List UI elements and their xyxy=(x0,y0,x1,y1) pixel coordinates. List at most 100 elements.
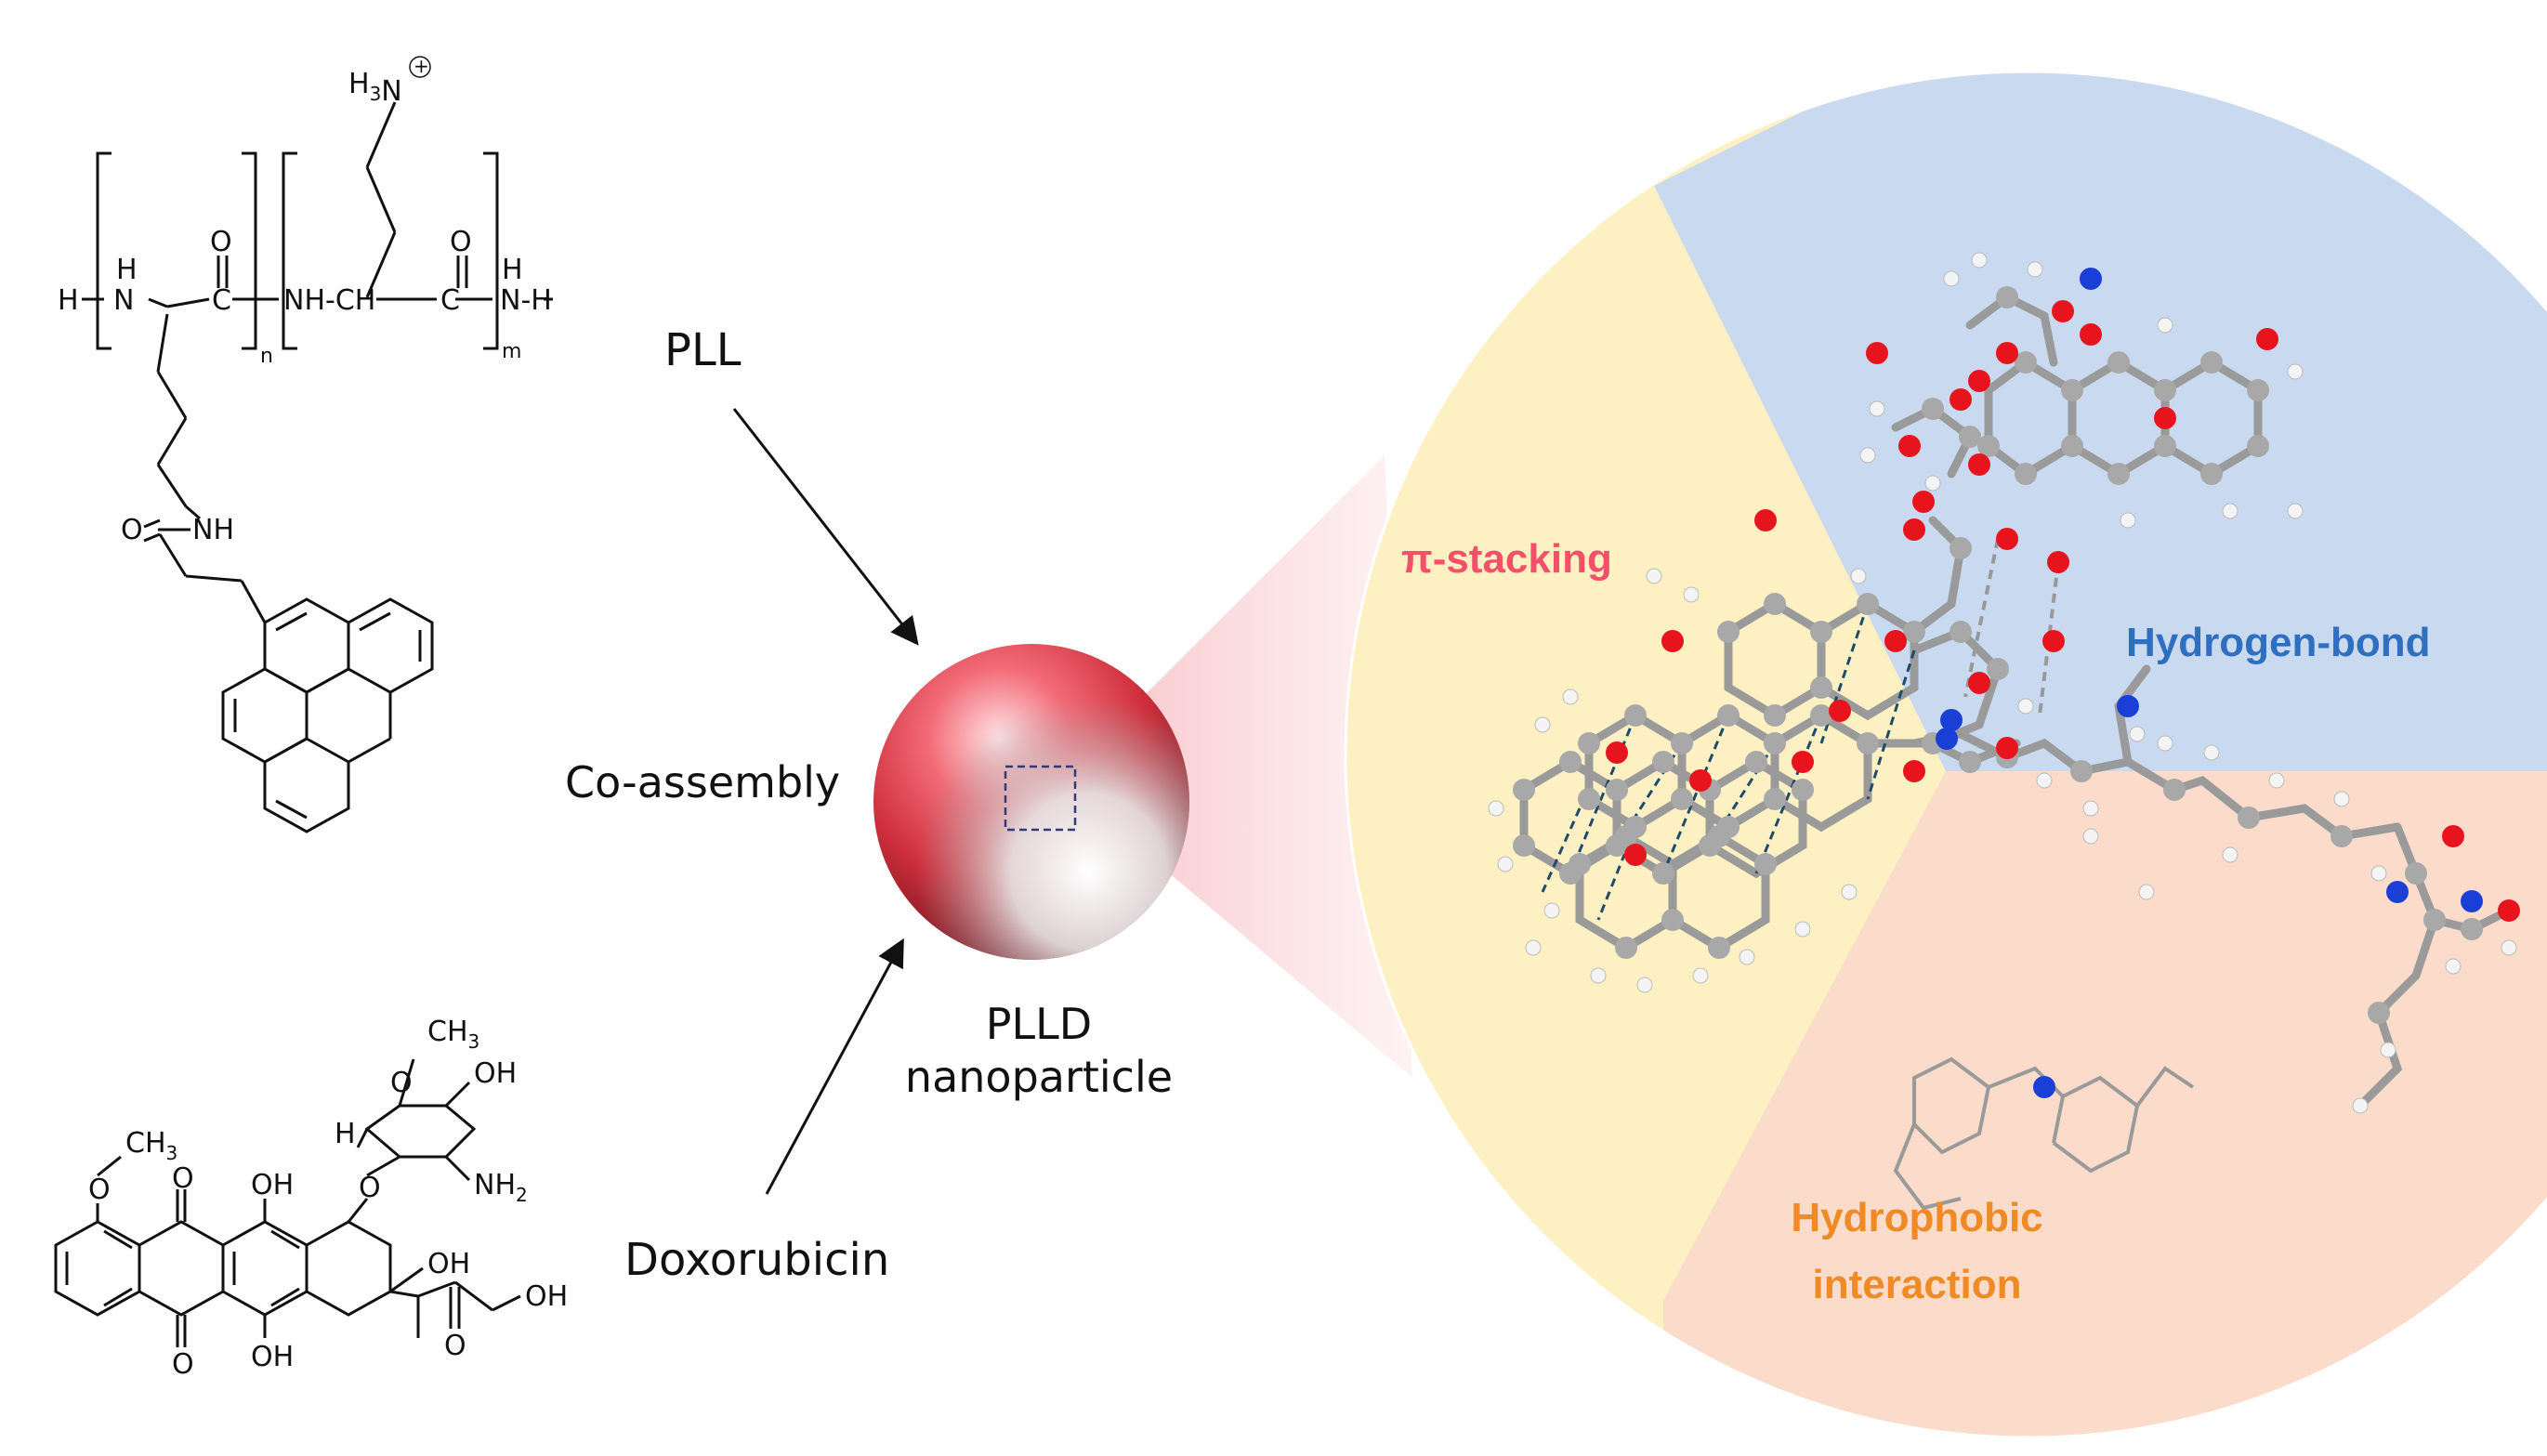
atom-sphere xyxy=(1562,689,1579,705)
atom-sphere xyxy=(2082,828,2099,845)
bond xyxy=(148,297,168,308)
atom-sphere xyxy=(1922,398,1944,420)
zoom-cone xyxy=(1059,455,1412,1078)
atom-sphere xyxy=(1606,741,1628,764)
bracket-n-left xyxy=(96,151,112,350)
interaction-pie xyxy=(1346,72,2547,1437)
atom-o: O xyxy=(444,1330,466,1362)
pll-label: PLL xyxy=(664,324,742,376)
bond xyxy=(389,1266,424,1293)
atom-sphere xyxy=(1924,475,1941,492)
atom-sphere xyxy=(1525,939,1542,956)
bond xyxy=(275,611,308,632)
ammonium-charge: + xyxy=(414,55,429,77)
atom-h: H xyxy=(335,1118,356,1150)
atom-sphere xyxy=(2129,726,2146,742)
atom-sphere xyxy=(2461,890,2483,912)
atom-sphere xyxy=(1671,788,1693,810)
atom-sphere xyxy=(1606,779,1628,801)
atom-sphere xyxy=(1903,621,1925,643)
atom-sphere xyxy=(2120,512,2136,529)
atom-sphere xyxy=(1764,732,1786,754)
atom-sphere xyxy=(2154,407,2176,429)
bond xyxy=(398,1058,415,1107)
atom-sphere xyxy=(2015,351,2037,374)
atom-sphere xyxy=(1661,909,1684,931)
arrow-pll-to-particle xyxy=(732,408,919,646)
atom-sphere xyxy=(1578,788,1600,810)
bond xyxy=(185,574,243,583)
atom-sphere xyxy=(1513,779,1535,801)
atom-sphere xyxy=(2042,630,2065,652)
atom-nh-ch: NH-CH xyxy=(283,284,375,317)
bond xyxy=(156,417,188,466)
atom-sphere xyxy=(1959,751,1981,773)
ring-d xyxy=(306,1220,392,1317)
atom-sphere xyxy=(1943,270,1960,287)
atom-sphere xyxy=(2330,825,2353,847)
atom-sphere xyxy=(2287,503,2304,519)
atom-sphere xyxy=(1497,856,1514,872)
atom-sphere xyxy=(1857,593,1879,615)
sector-hydrophobic xyxy=(1663,771,2547,1437)
atom-sphere xyxy=(1968,672,1990,694)
atom-sphere xyxy=(1646,568,1662,584)
atom-sphere xyxy=(2256,328,2278,350)
ring-c xyxy=(222,1220,309,1317)
atom-oh: OH xyxy=(427,1248,470,1280)
atom-sphere xyxy=(2107,463,2130,485)
atom-sphere xyxy=(2033,1076,2055,1098)
atom-sphere xyxy=(1841,884,1858,900)
atom-sphere xyxy=(2070,760,2093,782)
atom-sphere xyxy=(1559,751,1582,773)
atom-sphere xyxy=(2061,435,2083,457)
atom-sphere xyxy=(1692,967,1709,984)
atom-sphere xyxy=(1615,825,1637,847)
co-assembly-label: Co-assembly xyxy=(565,757,840,807)
atom-sphere xyxy=(2368,1002,2390,1024)
atom-sphere xyxy=(1708,825,1730,847)
atom-sphere xyxy=(1754,509,1777,531)
atom-h: H xyxy=(116,254,138,286)
atom-sphere xyxy=(1615,937,1637,959)
bond xyxy=(158,533,188,577)
plld-nanoparticle xyxy=(873,644,1189,960)
atom-sphere xyxy=(2107,351,2130,374)
bond xyxy=(270,1287,300,1307)
atom-sphere xyxy=(2017,698,2034,715)
atom-sphere xyxy=(2445,958,2462,975)
bond xyxy=(356,1128,369,1148)
atom-sphere xyxy=(1968,370,1990,392)
atom-sphere xyxy=(2200,463,2223,485)
bond xyxy=(365,231,397,298)
bond xyxy=(103,1229,133,1250)
hydrophobic-label-line1: Hydrophobic xyxy=(1791,1195,2042,1240)
atom-o: O xyxy=(172,1162,194,1195)
bond xyxy=(444,1155,471,1182)
atom-ch3: CH3 xyxy=(427,1016,479,1053)
atom-sphere xyxy=(1810,621,1832,643)
pie-outline xyxy=(1344,70,2547,1439)
h-bond-dashes xyxy=(1963,538,2060,716)
atom-oh: OH xyxy=(525,1280,568,1313)
atom-sphere xyxy=(1754,853,1777,875)
hydrophobic-label-line2: interaction xyxy=(1813,1262,2022,1307)
doxorubicin-structure xyxy=(54,1058,521,1347)
atom-sphere xyxy=(1950,388,1972,411)
bracket-n-right xyxy=(242,151,257,350)
bond xyxy=(97,1155,122,1177)
atom-sphere xyxy=(2052,300,2074,322)
atom-sphere xyxy=(2061,379,2083,401)
atom-sphere xyxy=(1898,435,1921,457)
bond xyxy=(389,1290,419,1298)
atom-sphere xyxy=(1513,834,1535,857)
atom-sphere xyxy=(2036,772,2053,789)
atom-sphere xyxy=(1857,732,1879,754)
atom-sphere xyxy=(2352,1097,2369,1114)
atom-sphere xyxy=(1534,716,1551,733)
atom-sphere xyxy=(1903,518,1925,541)
atom-sphere xyxy=(1987,658,2009,680)
atom-c: C xyxy=(212,284,231,317)
atom-sphere xyxy=(1950,621,1972,643)
